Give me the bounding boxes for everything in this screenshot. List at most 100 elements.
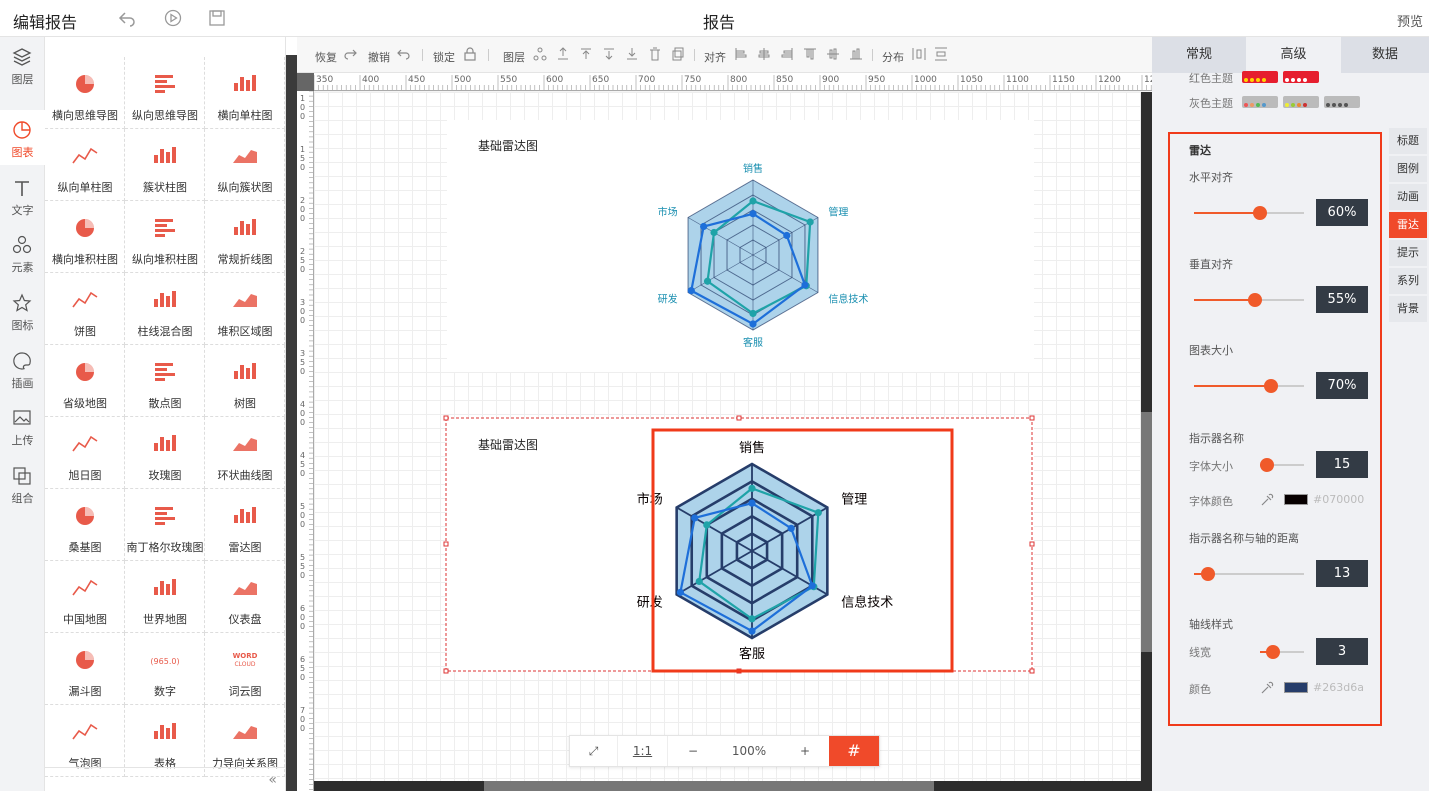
align-bottom-icon[interactable]	[849, 47, 863, 61]
tab-data[interactable]: 数据	[1371, 47, 1398, 62]
lock-icon[interactable]	[463, 47, 477, 61]
name-gap-slider[interactable]	[1194, 567, 1304, 581]
radar-chart-1[interactable]: 基础雷达图 销售管理信息技术客服研发市场	[447, 120, 1034, 372]
side-tab-background[interactable]: 背景	[1389, 296, 1427, 322]
side-tab-legend[interactable]: 图例	[1389, 156, 1427, 182]
align-center-h-icon[interactable]	[757, 47, 771, 61]
radar-chart-2-selected[interactable]: 基础雷达图 销售管理信息技术客服研发市场	[447, 419, 1034, 671]
palette-item[interactable]: 气泡图	[45, 705, 125, 777]
nav-charts[interactable]: 图表	[0, 110, 45, 165]
eyedropper-icon[interactable]	[1260, 493, 1274, 507]
send-backward-icon[interactable]	[602, 47, 616, 61]
palette-item[interactable]: 雷达图	[205, 489, 285, 561]
palette-scrollbar[interactable]	[286, 55, 297, 791]
palette-item[interactable]: 表格	[125, 705, 205, 777]
actual-size-button[interactable]: 1:1	[618, 736, 668, 766]
palette-item[interactable]: 纵向堆积柱图	[125, 201, 205, 273]
delete-icon[interactable]	[648, 47, 662, 61]
palette-item[interactable]: 漏斗图	[45, 633, 125, 705]
palette-item[interactable]: 纵向单柱图	[45, 129, 125, 201]
zoom-in-button[interactable]: +	[799, 744, 811, 758]
vertical-scrollbar[interactable]	[1141, 92, 1152, 791]
redo-icon[interactable]	[343, 47, 357, 61]
h-align-value[interactable]: 60%	[1316, 199, 1368, 226]
play-icon[interactable]	[164, 9, 182, 27]
font-size-slider[interactable]	[1259, 458, 1304, 472]
tab-advanced[interactable]: 高级	[1246, 37, 1341, 73]
redo-button[interactable]: 恢复	[315, 51, 337, 64]
layer-hierarchy-icon[interactable]	[533, 47, 547, 61]
h-align-slider[interactable]	[1194, 206, 1304, 220]
bring-front-icon[interactable]	[579, 47, 593, 61]
align-right-icon[interactable]	[780, 47, 794, 61]
nav-layers[interactable]: 图层	[0, 37, 45, 92]
v-align-slider[interactable]	[1194, 293, 1304, 307]
red-theme-swatch-1[interactable]	[1242, 71, 1278, 83]
palette-item[interactable]: 仪表盘	[205, 561, 285, 633]
nav-upload[interactable]: 上传	[0, 398, 45, 453]
palette-item[interactable]: 常规折线图	[205, 201, 285, 273]
palette-item[interactable]: 力导向关系图	[205, 705, 285, 777]
zoom-out-button[interactable]: −	[687, 744, 699, 758]
palette-item[interactable]: 横向思维导图	[45, 57, 125, 129]
palette-item[interactable]: 桑基图	[45, 489, 125, 561]
palette-item[interactable]: 玫瑰图	[125, 417, 205, 489]
grid-toggle-button[interactable]: #	[829, 736, 879, 766]
palette-item[interactable]: 纵向簇状图	[205, 129, 285, 201]
palette-item[interactable]: 簇状柱图	[125, 129, 205, 201]
side-tab-tooltip[interactable]: 提示	[1389, 240, 1427, 266]
side-tab-series[interactable]: 系列	[1389, 268, 1427, 294]
gray-theme-swatch-1[interactable]	[1242, 96, 1278, 108]
distribute-v-icon[interactable]	[934, 47, 948, 61]
side-tab-radar[interactable]: 雷达	[1389, 212, 1427, 238]
preview-button[interactable]: 预览	[1396, 15, 1423, 30]
gray-theme-swatch-3[interactable]	[1324, 96, 1360, 108]
gray-theme-swatch-2[interactable]	[1283, 96, 1319, 108]
palette-item[interactable]: 省级地图	[45, 345, 125, 417]
distribute-h-icon[interactable]	[912, 47, 926, 61]
line-width-value[interactable]: 3	[1316, 638, 1368, 665]
side-tab-animation[interactable]: 动画	[1389, 184, 1427, 210]
font-size-value[interactable]: 15	[1316, 451, 1368, 478]
collapse-panel-icon[interactable]: «	[44, 767, 285, 791]
palette-item[interactable]: 旭日图	[45, 417, 125, 489]
palette-item[interactable]: 饼图	[45, 273, 125, 345]
undo-icon[interactable]	[397, 47, 411, 61]
palette-item[interactable]: (965.0)数字	[125, 633, 205, 705]
tab-general[interactable]: 常规	[1185, 47, 1212, 62]
v-align-value[interactable]: 55%	[1316, 286, 1368, 313]
undo-button[interactable]: 撤销	[368, 51, 390, 64]
horizontal-scrollbar[interactable]	[314, 781, 1141, 791]
nav-text[interactable]: 文字	[0, 168, 45, 223]
line-width-slider[interactable]	[1260, 645, 1304, 659]
align-top-icon[interactable]	[803, 47, 817, 61]
eyedropper-icon[interactable]	[1260, 681, 1274, 695]
nav-icons[interactable]: 图标	[0, 283, 45, 338]
report-page[interactable]: 基础雷达图 销售管理信息技术客服研发市场 基础雷达图 销售管理信息技术客服研发市…	[314, 92, 1141, 781]
name-gap-value[interactable]: 13	[1316, 560, 1368, 587]
palette-item[interactable]: 横向堆积柱图	[45, 201, 125, 273]
nav-elements[interactable]: 元素	[0, 225, 45, 280]
lock-button[interactable]: 锁定	[433, 51, 455, 64]
align-left-icon[interactable]	[734, 47, 748, 61]
fit-screen-button[interactable]: ⤢	[570, 736, 618, 766]
palette-item[interactable]: 树图	[205, 345, 285, 417]
palette-item[interactable]: 世界地图	[125, 561, 205, 633]
palette-item[interactable]: 横向单柱图	[205, 57, 285, 129]
nav-group[interactable]: 组合	[0, 456, 45, 511]
red-theme-swatch-2[interactable]	[1283, 71, 1319, 83]
side-tab-title[interactable]: 标题	[1389, 128, 1427, 154]
save-icon[interactable]	[208, 9, 226, 27]
size-value[interactable]: 70%	[1316, 372, 1368, 399]
palette-item[interactable]: 中国地图	[45, 561, 125, 633]
back-icon[interactable]	[118, 9, 136, 27]
send-back-icon[interactable]	[625, 47, 639, 61]
align-center-v-icon[interactable]	[826, 47, 840, 61]
palette-item[interactable]: 散点图	[125, 345, 205, 417]
palette-item[interactable]: 柱线混合图	[125, 273, 205, 345]
copy-icon[interactable]	[671, 47, 685, 61]
size-slider[interactable]	[1194, 379, 1304, 393]
font-color-picker[interactable]: #070000	[1284, 493, 1374, 507]
axis-color-picker[interactable]: #263d6a	[1284, 681, 1374, 695]
